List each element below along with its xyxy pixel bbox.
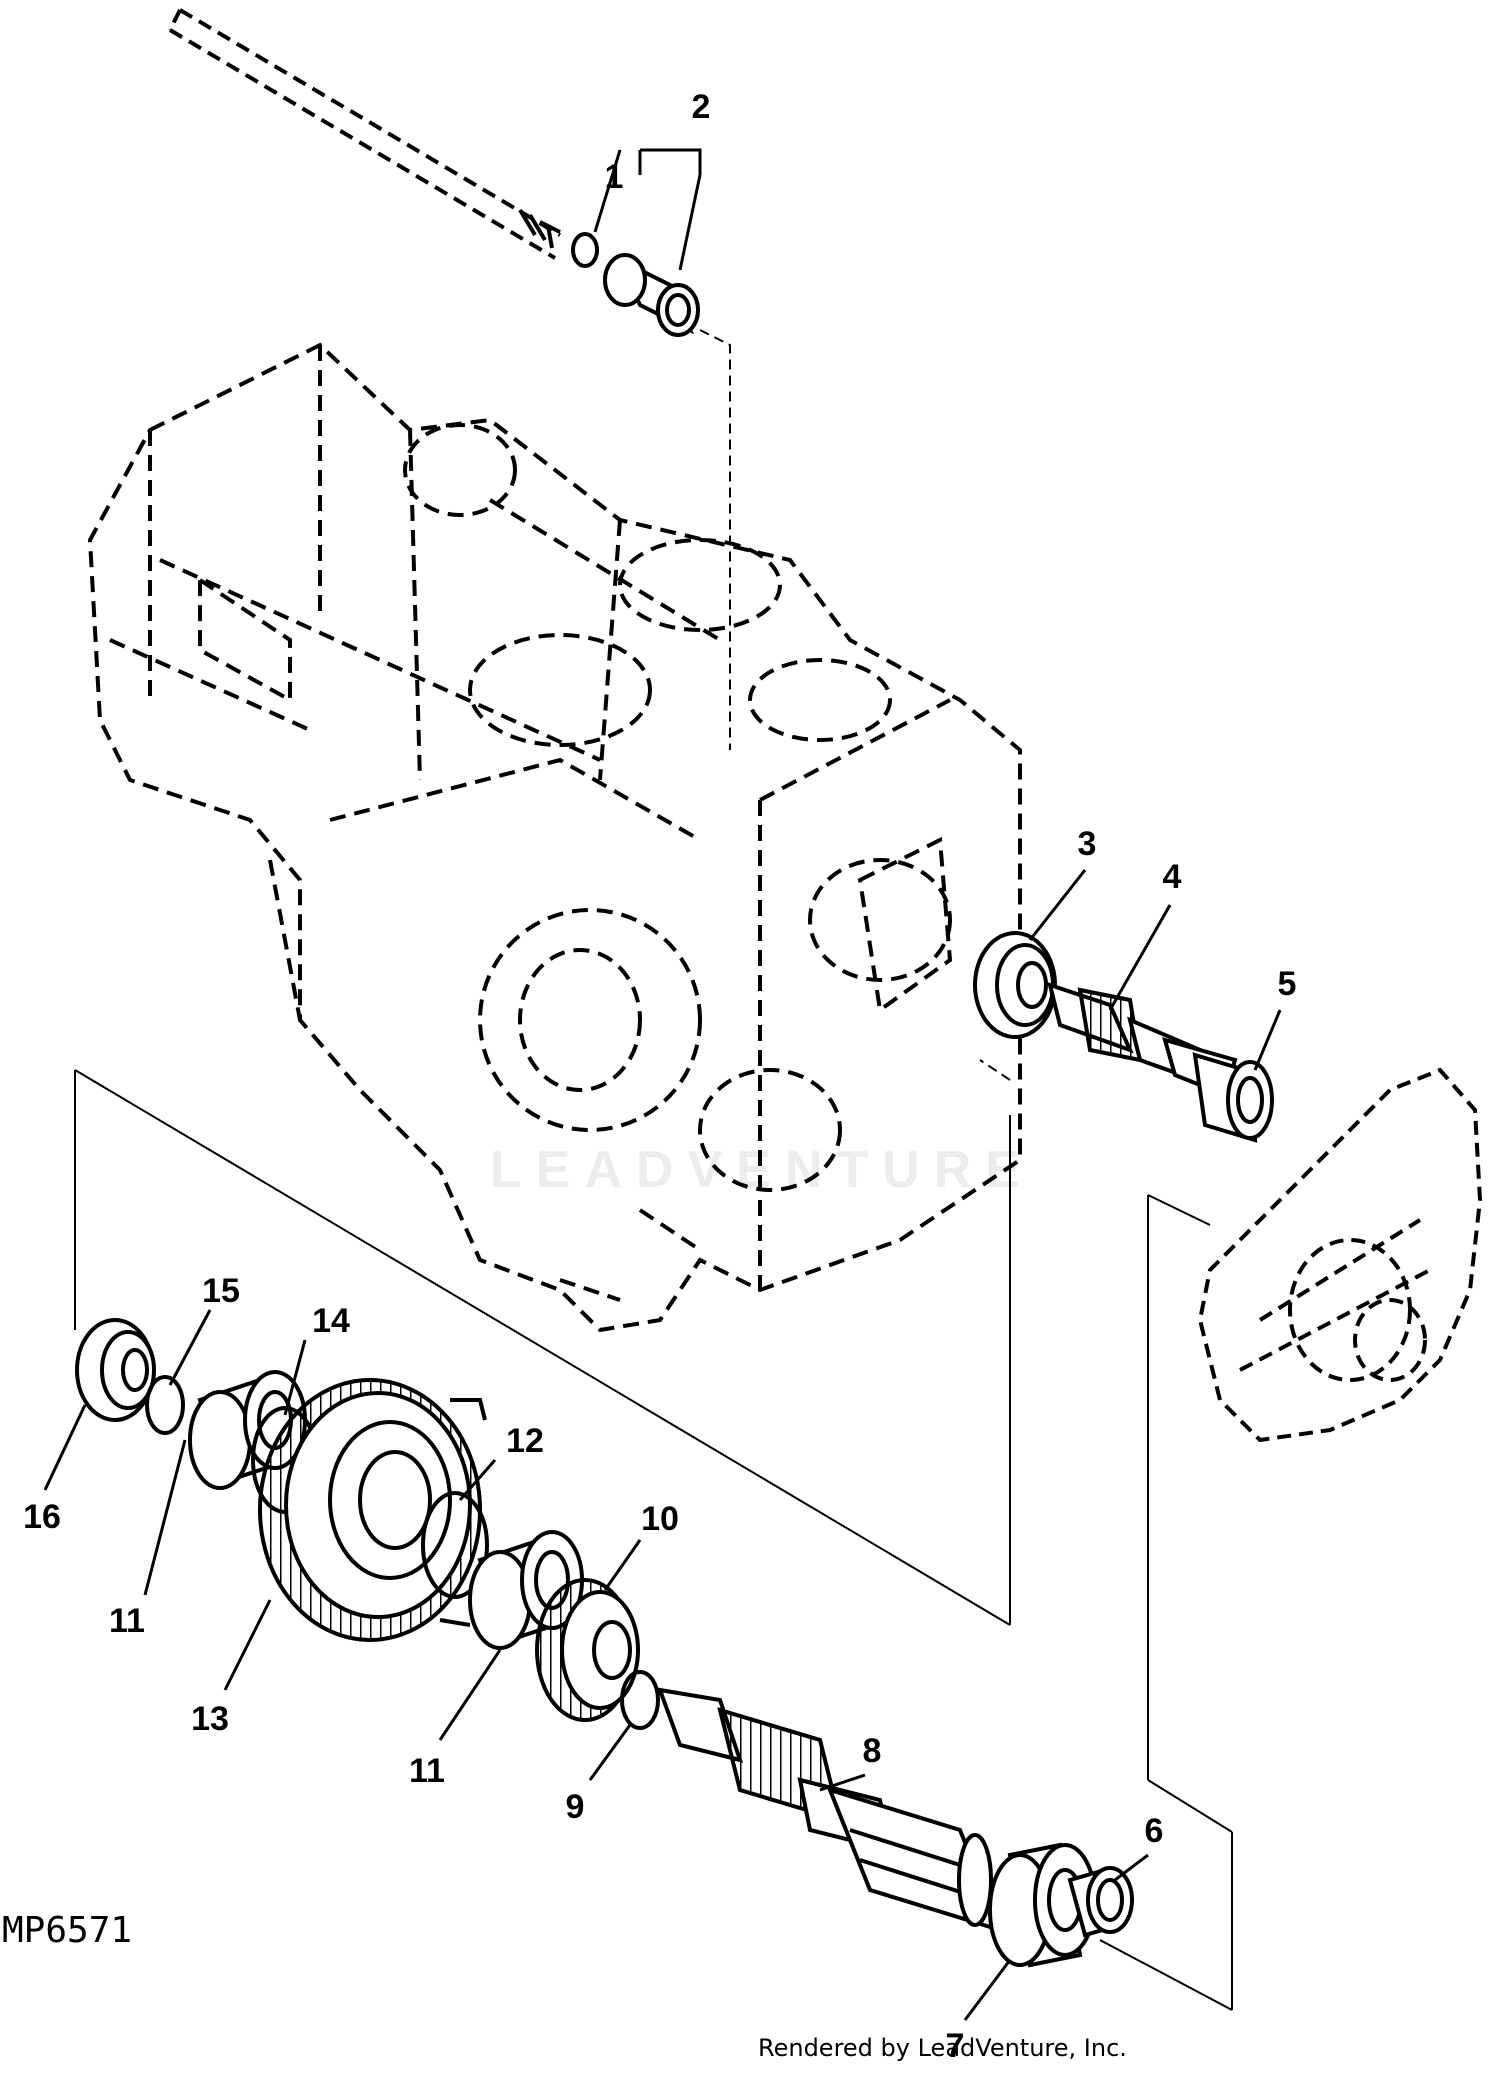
part-gear-13 bbox=[258, 1378, 487, 1642]
part-gear-10 bbox=[535, 1578, 640, 1722]
part-bearing-3 bbox=[973, 931, 1057, 1039]
callout-leaders bbox=[43, 148, 1282, 2021]
callout-16: 16 bbox=[23, 1498, 61, 1536]
part-ring-15 bbox=[145, 1375, 185, 1435]
side-cover bbox=[1197, 1067, 1483, 1443]
callout-7: 7 bbox=[946, 2027, 965, 2065]
callout-13: 13 bbox=[191, 1700, 229, 1738]
callout-5: 5 bbox=[1278, 965, 1297, 1003]
watermark: LEADVENTURE bbox=[490, 1141, 1035, 1199]
callout-14: 14 bbox=[312, 1302, 350, 1340]
part-bearing-5 bbox=[1192, 1052, 1274, 1143]
callout-6: 6 bbox=[1145, 1812, 1164, 1850]
callout-15: 15 bbox=[202, 1272, 240, 1310]
callout-3: 3 bbox=[1078, 825, 1097, 863]
part-bushing bbox=[603, 253, 700, 337]
part-washer-9 bbox=[620, 1670, 660, 1730]
callout-labels: 1 2 3 4 5 6 7 8 9 10 11 11 12 13 14 15 1… bbox=[23, 88, 1296, 2065]
part-bearing-16 bbox=[75, 1318, 156, 1422]
callout-10: 10 bbox=[641, 1500, 679, 1538]
callout-9: 9 bbox=[566, 1788, 585, 1826]
callout-11-right: 11 bbox=[409, 1752, 445, 1790]
part-snap-ring-12 bbox=[421, 1491, 489, 1599]
callout-2: 2 bbox=[692, 88, 711, 126]
part-sleeve-6 bbox=[1067, 1866, 1134, 1938]
assembly-leader-dashed bbox=[699, 329, 1011, 1081]
shaft-outline-top bbox=[168, 8, 562, 260]
callout-1: 1 bbox=[605, 158, 624, 196]
callout-12: 12 bbox=[506, 1422, 544, 1460]
figure-id: MP6571 bbox=[2, 1910, 133, 1951]
callout-11-left: 11 bbox=[109, 1602, 145, 1640]
part-output-shaft bbox=[656, 1687, 1004, 1934]
callout-8: 8 bbox=[863, 1732, 882, 1770]
callout-4: 4 bbox=[1163, 858, 1182, 896]
render-credit: Rendered by LeadVenture, Inc. bbox=[758, 2034, 1127, 2062]
part-spring bbox=[518, 208, 599, 268]
assembly-leader-lines bbox=[74, 1069, 1233, 2011]
part-bearing-11-right bbox=[468, 1530, 584, 1650]
transmission-case bbox=[87, 342, 1022, 1333]
